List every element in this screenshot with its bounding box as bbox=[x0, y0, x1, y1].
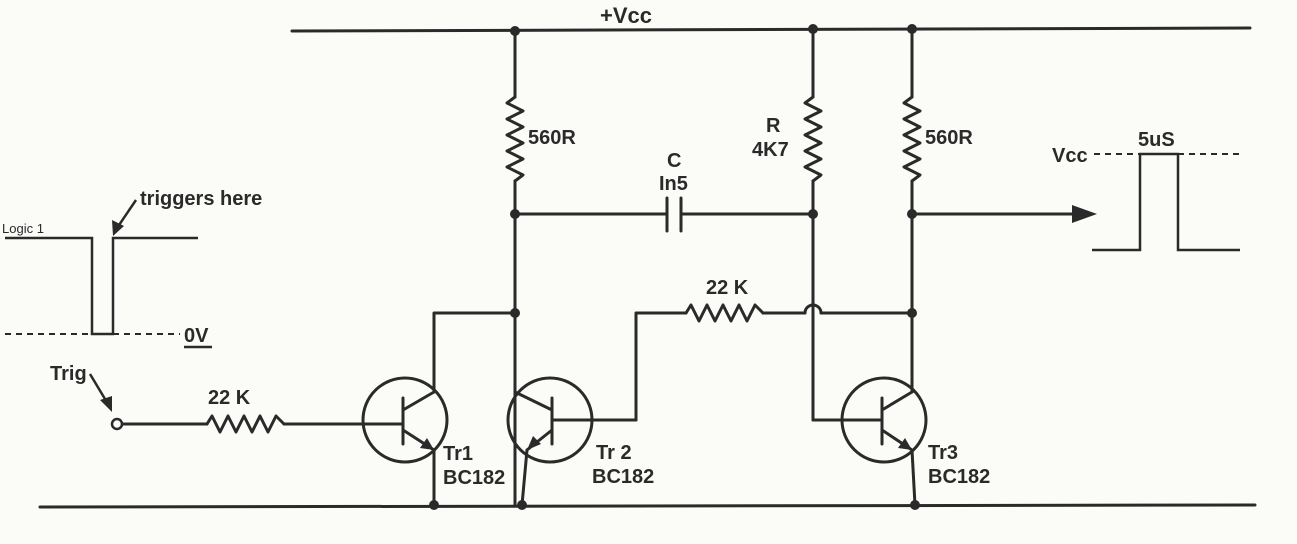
triggers-here-arrowhead bbox=[112, 220, 124, 236]
pulse-width-label: 5uS bbox=[1138, 129, 1175, 151]
junction-dot bbox=[517, 500, 527, 510]
output-arrow bbox=[1072, 205, 1097, 223]
resistor-22k-input bbox=[205, 414, 286, 434]
junction-dot bbox=[910, 500, 920, 510]
junction-dot bbox=[907, 308, 917, 318]
vcc-label: +Vcc bbox=[600, 3, 652, 28]
zero-volt-label: 0V bbox=[184, 325, 209, 347]
junction-dot bbox=[510, 209, 520, 219]
logic-1-label: Logic 1 bbox=[2, 221, 44, 236]
transistor-tr1 bbox=[361, 376, 449, 464]
wire-feedback-left bbox=[634, 311, 688, 422]
output-waveform bbox=[1092, 152, 1240, 252]
tr1-name: Tr1 bbox=[443, 443, 473, 465]
transistor-tr3 bbox=[840, 376, 928, 464]
trig-arrowhead bbox=[100, 396, 112, 412]
junction-dot bbox=[907, 209, 917, 219]
resistor-560r-2-label: 560R bbox=[925, 127, 973, 149]
junction-dot bbox=[808, 209, 818, 219]
trigger-input-terminal[interactable] bbox=[110, 417, 124, 431]
resistor-560r-1-label: 560R bbox=[528, 127, 576, 149]
junction-dot bbox=[808, 24, 818, 34]
resistor-22k-feedback bbox=[684, 303, 765, 323]
wire-tr1-collector bbox=[432, 311, 517, 394]
resistor-4k7 bbox=[803, 95, 823, 183]
capacitor-label: C bbox=[667, 150, 681, 172]
junction-dot bbox=[510, 308, 520, 318]
capacitor-value: In5 bbox=[659, 173, 688, 195]
wire-tr2-emitter bbox=[520, 448, 529, 507]
wire-tr3-emitter bbox=[910, 448, 917, 507]
trig-label: Trig bbox=[50, 363, 87, 385]
tr1-type: BC182 bbox=[443, 467, 505, 489]
junction-dot bbox=[907, 24, 917, 34]
tr3-type: BC182 bbox=[928, 466, 990, 488]
tr3-collector-lead bbox=[880, 390, 914, 412]
resistor-560r-1 bbox=[505, 95, 525, 183]
input-waveform bbox=[5, 236, 198, 336]
junction-dot bbox=[510, 26, 520, 36]
resistor-22k-input-label: 22 K bbox=[208, 387, 251, 409]
tr1-emitter-arrow bbox=[420, 438, 434, 450]
vcc-rail bbox=[290, 26, 1252, 33]
resistor-560r-2 bbox=[902, 95, 922, 183]
resistor-r-value: 4K7 bbox=[752, 139, 789, 161]
tr3-name: Tr3 bbox=[928, 442, 958, 464]
resistor-r-label: R bbox=[766, 115, 781, 137]
triggers-here-arrow bbox=[115, 199, 138, 229]
tr1-collector-lead bbox=[401, 390, 436, 412]
tr2-emitter-arrow bbox=[527, 436, 541, 450]
output-vcc-label: Vcc bbox=[1052, 145, 1088, 167]
tr3-emitter-arrow bbox=[898, 438, 912, 450]
tr2-type: BC182 bbox=[592, 466, 654, 488]
junction-dot bbox=[429, 500, 439, 510]
ground-rail bbox=[38, 503, 1257, 509]
tr2-collector-lead bbox=[513, 390, 554, 412]
tr2-name: Tr 2 bbox=[596, 442, 632, 464]
triggers-here-label: triggers here bbox=[140, 188, 262, 210]
resistor-22k-feedback-label: 22 K bbox=[706, 277, 749, 299]
